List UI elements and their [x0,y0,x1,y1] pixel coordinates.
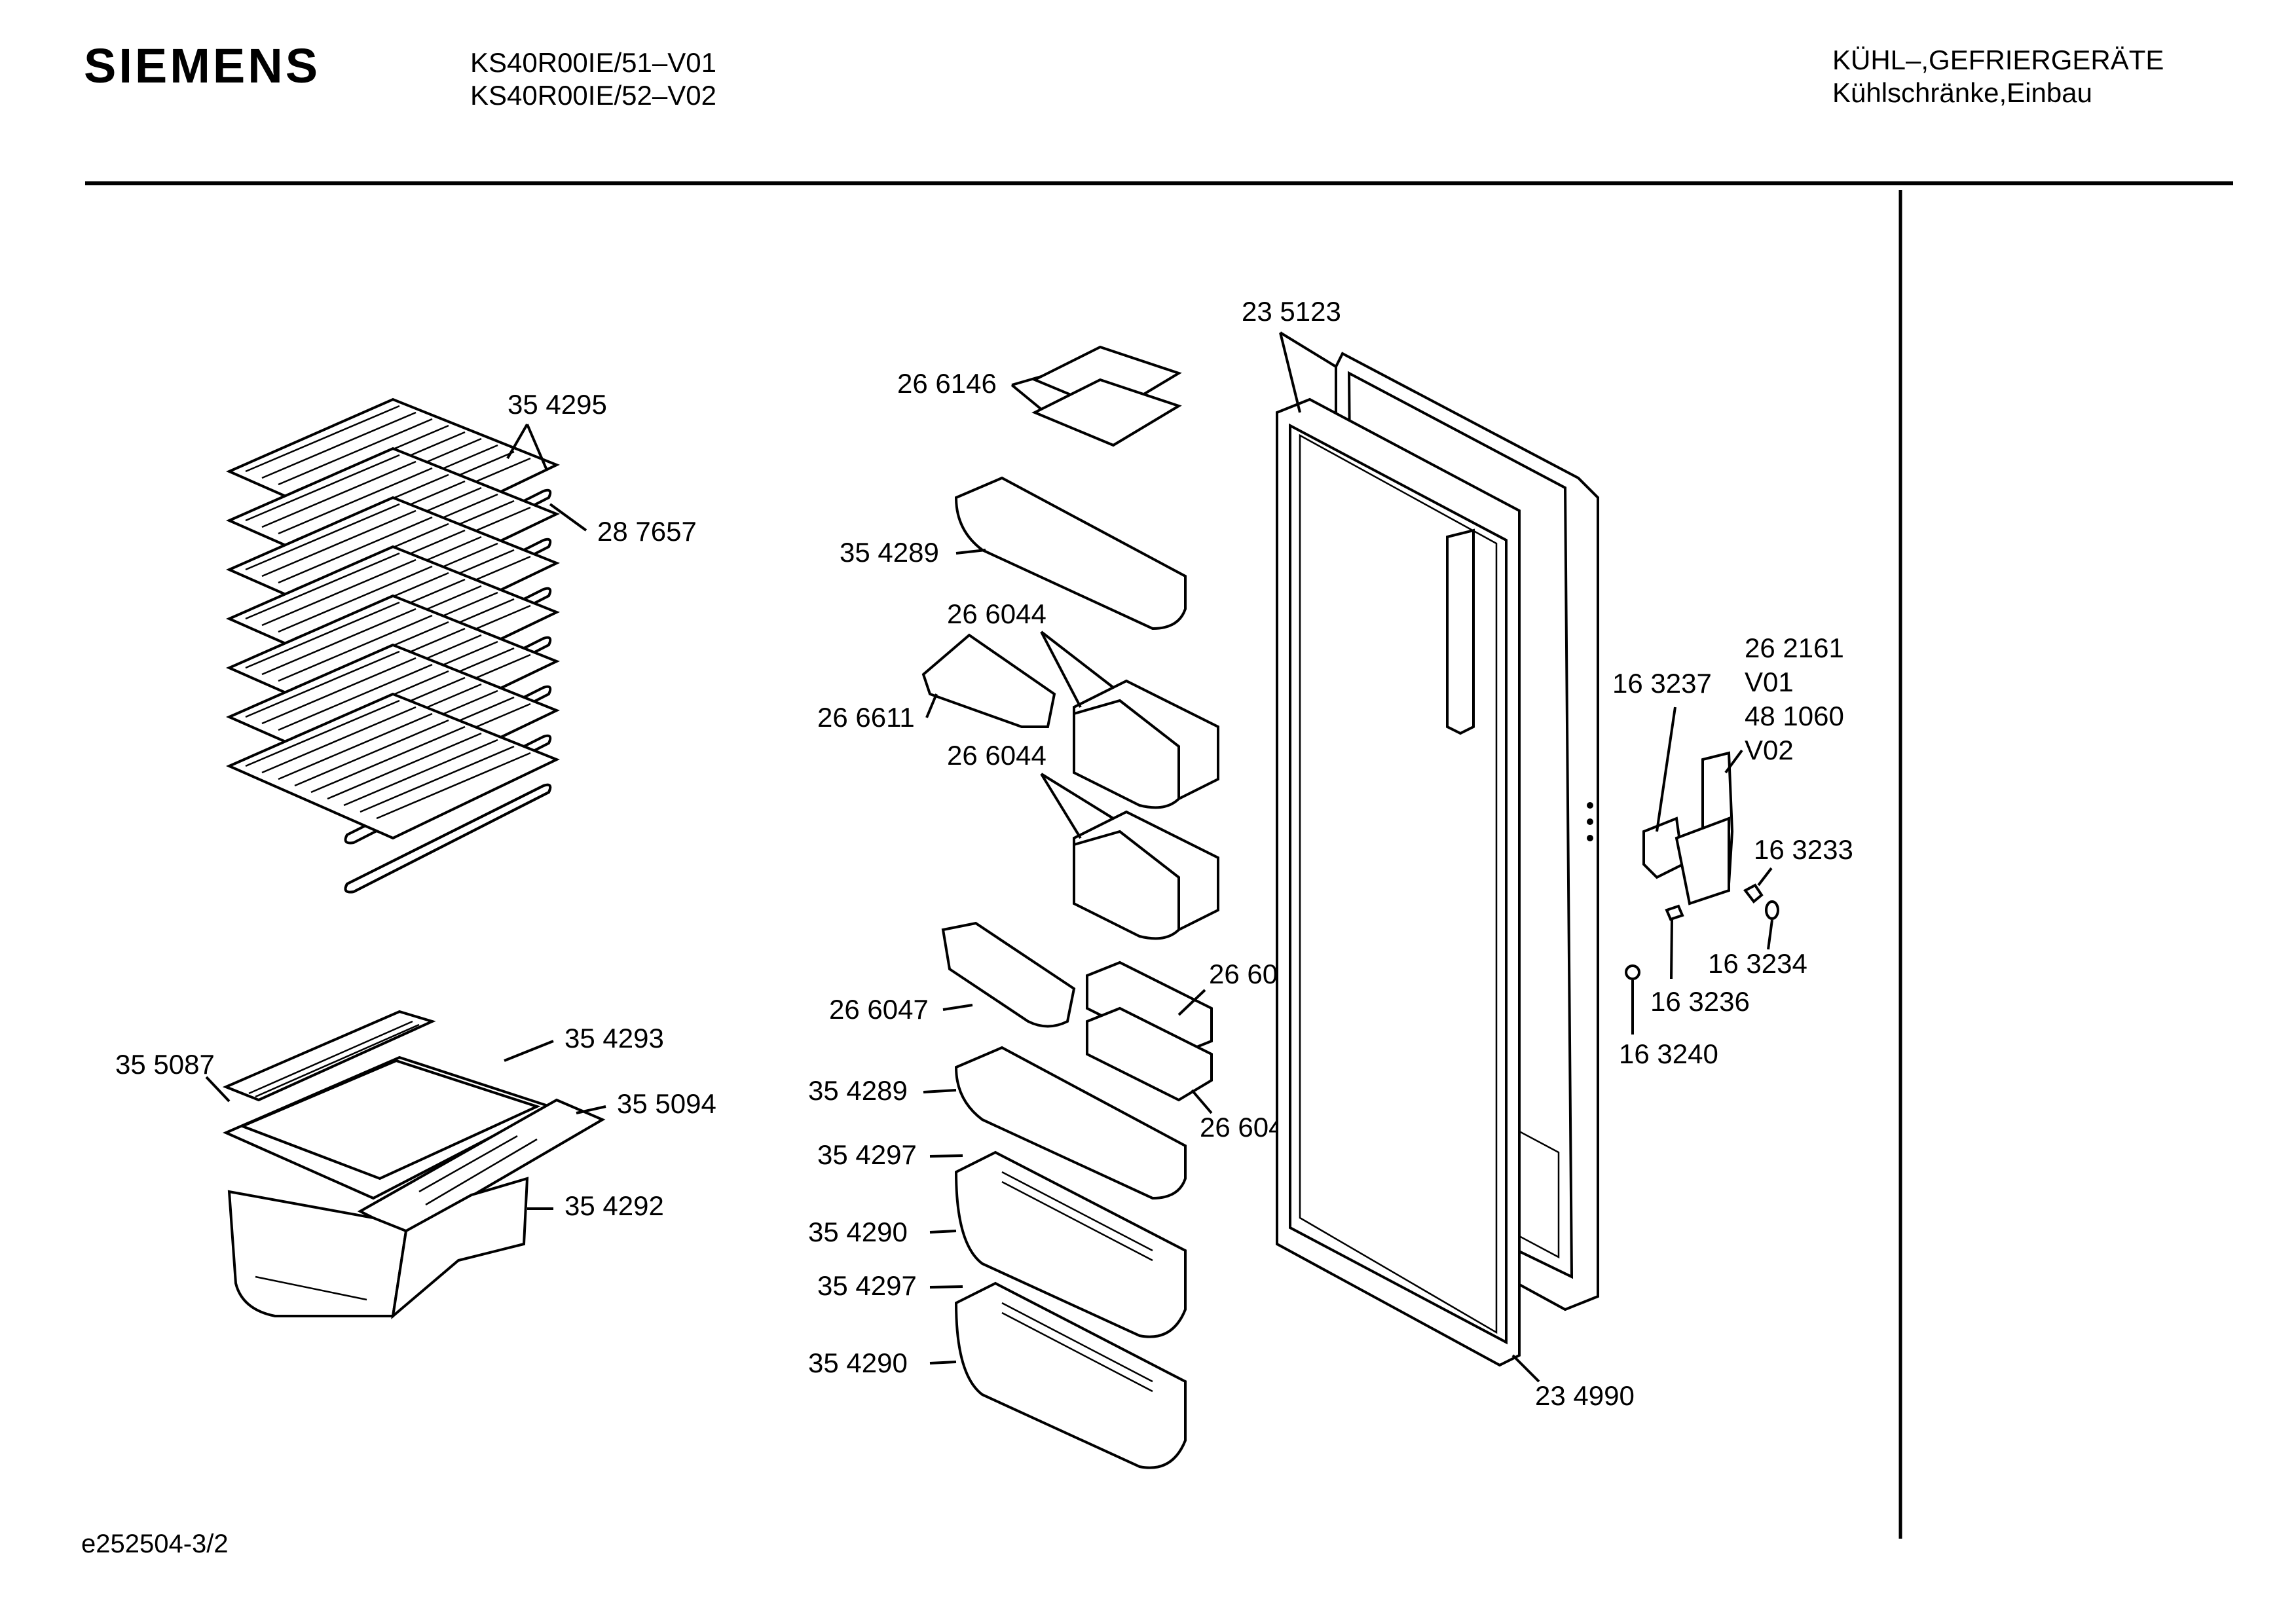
drawing-code: e252504-3/2 [81,1530,229,1558]
label-box-lower: 26 6044 [947,740,1046,771]
label-screw-a: 16 3233 [1754,834,1853,865]
label-door-seal: 23 4990 [1535,1380,1635,1411]
label-bottle-shelf-1: 35 4290 [808,1217,908,1247]
label-hinge-v01: V01 [1745,667,1794,697]
category-title: KÜHL–,GEFRIERGERÄTE [1832,45,2164,75]
label-bottle-shelf-2: 35 4290 [808,1347,908,1378]
label-shelf-edge: 28 7657 [597,516,697,547]
label-crisper-cover: 35 4293 [565,1023,664,1053]
label-small-bin: 26 6611 [817,702,915,733]
label-bottle-insert-1: 35 4297 [817,1139,917,1170]
door-bins [921,345,1219,1469]
label-clip: 16 3236 [1650,986,1750,1017]
label-door-shelf-top: 35 4289 [840,537,939,568]
model-line-1: KS40R00IE/51–V01 [470,47,716,78]
door-assembly [1276,352,1599,1367]
label-door-shelf-mid: 35 4289 [808,1075,908,1106]
label-hinge-v02: V02 [1745,735,1794,765]
brand-logo: SIEMENS [84,39,321,93]
label-hinge-main: 26 2161 [1745,632,1844,663]
label-crisper-glass: 35 5094 [617,1088,716,1119]
label-egg-tray: 26 6146 [897,368,997,399]
label-shelf-grid: 35 4295 [508,389,607,420]
label-hinge-alt: 48 1060 [1745,701,1844,731]
label-washer: 16 3234 [1708,948,1807,979]
label-door-frame: 23 5123 [1242,296,1341,327]
label-box-upper: 26 6044 [947,598,1046,629]
model-line-2: KS40R00IE/52–V02 [470,80,716,111]
category-subtitle: Kühlschränke,Einbau [1832,77,2092,108]
wire-shelf-stack [226,397,560,894]
hinge-assembly [1625,751,1779,980]
label-crisper-grid: 35 5087 [115,1049,215,1080]
label-crisper-drawer: 35 4292 [565,1190,664,1221]
crisper-assembly [222,1010,606,1319]
label-bottle-insert-2: 35 4297 [817,1270,917,1301]
label-cap: 16 3240 [1619,1038,1718,1069]
label-hinge-screw-top: 16 3237 [1612,668,1712,699]
label-bottle-small: 26 6047 [829,994,929,1025]
